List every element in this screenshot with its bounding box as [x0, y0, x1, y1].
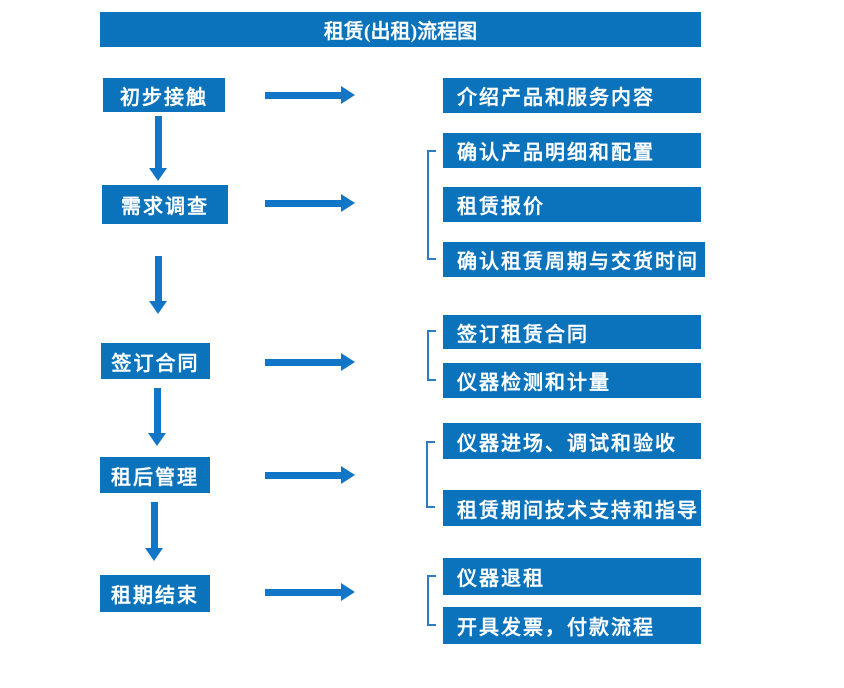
right-arrow-1: [265, 86, 355, 104]
detail-box-invoice-payment: 开具发票，付款流程: [443, 607, 701, 644]
down-arrow-4-head: [145, 548, 163, 561]
down-arrow-4: [145, 502, 163, 561]
step-box-rental-end: 租期结束: [100, 575, 210, 612]
bracket-rental-end-group: [427, 575, 436, 626]
right-arrow-4-shaft: [265, 471, 341, 479]
right-arrow-2: [265, 194, 355, 212]
step-box-sign-contract: 签订合同: [101, 343, 210, 379]
down-arrow-1: [149, 116, 167, 181]
right-arrow-1-shaft: [265, 91, 341, 99]
step-box-post-rental-management: 租后管理: [100, 457, 210, 493]
detail-box-instrument-testing: 仪器检测和计量: [443, 363, 701, 398]
down-arrow-3-head: [148, 433, 166, 446]
right-arrow-2-head: [341, 194, 355, 212]
down-arrow-2-head: [149, 301, 167, 314]
right-arrow-5: [265, 583, 355, 601]
right-arrow-5-shaft: [265, 588, 341, 596]
down-arrow-3-shaft: [153, 388, 161, 433]
right-arrow-1-head: [341, 86, 355, 104]
right-arrow-5-head: [341, 583, 355, 601]
down-arrow-2: [149, 256, 167, 314]
flowchart-title: 租赁(出租)流程图: [100, 12, 701, 47]
detail-box-instrument-return: 仪器退租: [443, 558, 701, 595]
down-arrow-3: [148, 388, 166, 446]
right-arrow-3-shaft: [265, 358, 341, 366]
right-arrow-4-head: [341, 466, 355, 484]
right-arrow-3: [265, 353, 355, 371]
down-arrow-4-shaft: [150, 502, 158, 548]
detail-box-sign-rental-contract: 签订租赁合同: [443, 315, 701, 349]
down-arrow-1-shaft: [154, 116, 162, 168]
right-arrow-4: [265, 466, 355, 484]
step-box-demand-survey: 需求调查: [102, 185, 228, 224]
down-arrow-2-shaft: [154, 256, 162, 301]
bracket-post-rental-group: [426, 441, 435, 508]
down-arrow-1-head: [149, 168, 167, 181]
detail-box-confirm-product-details: 确认产品明细和配置: [443, 133, 701, 168]
bracket-sign-contract-group: [427, 330, 436, 381]
step-box-initial-contact: 初步接触: [103, 78, 225, 112]
right-arrow-3-head: [341, 353, 355, 371]
detail-box-instrument-entry: 仪器进场、调试和验收: [443, 423, 701, 459]
detail-box-rental-quotation: 租赁报价: [443, 187, 701, 222]
detail-box-introduce-products: 介绍产品和服务内容: [443, 78, 701, 113]
detail-box-technical-support: 租赁期间技术支持和指导: [443, 490, 701, 526]
detail-box-confirm-rental-period: 确认租赁周期与交货时间: [443, 242, 705, 277]
right-arrow-2-shaft: [265, 199, 341, 207]
bracket-demand-survey-group: [427, 150, 436, 260]
